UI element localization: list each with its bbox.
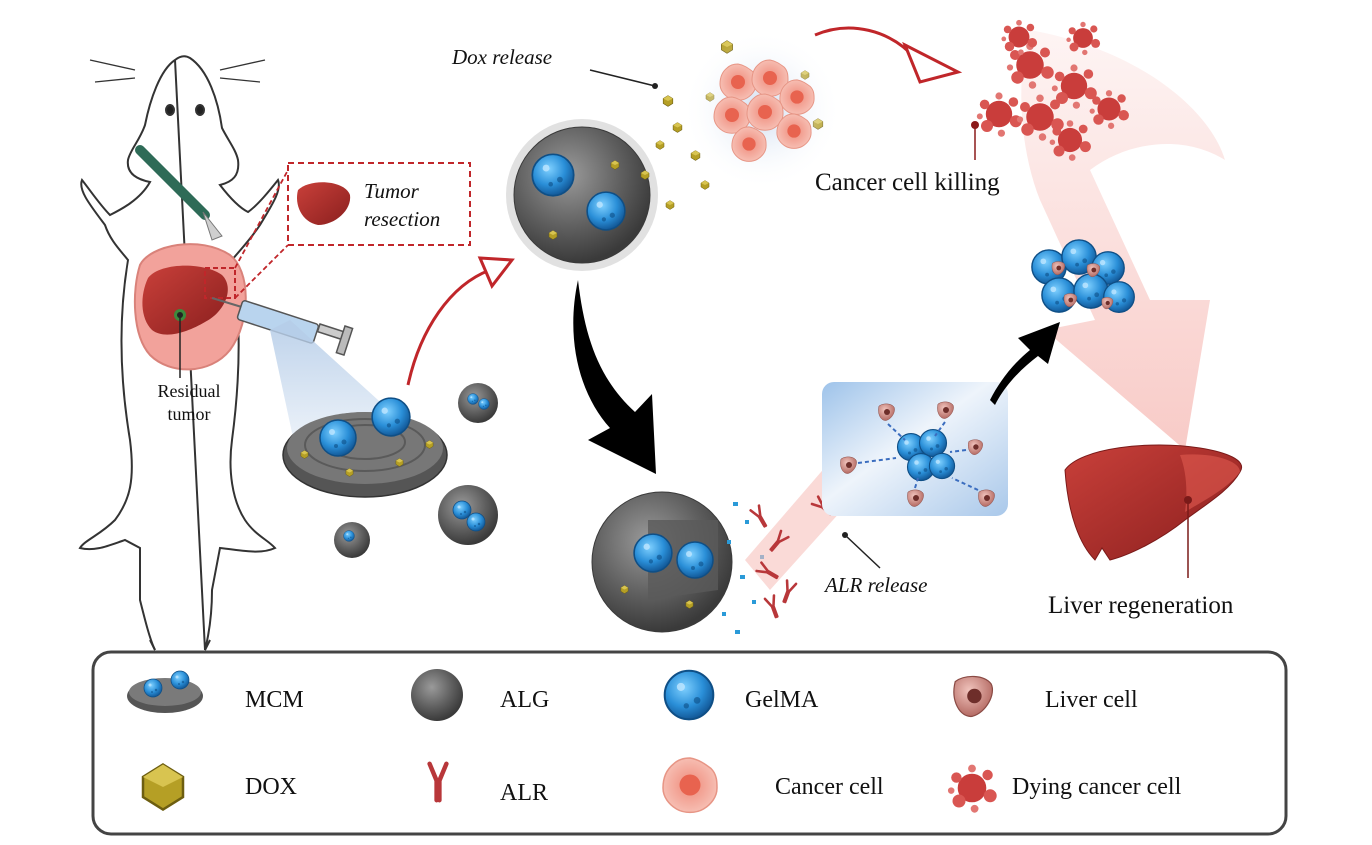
dox-release-label: Dox release (451, 45, 552, 69)
legend: MCM ALG GelMA Liver cell DOX ALR Cancer … (91, 650, 1288, 836)
alg-sphere-dox (506, 119, 658, 271)
red-arrow-up (406, 268, 491, 386)
legend-label-alr: ALR (500, 780, 548, 806)
pink-flow-arrow (1021, 30, 1225, 450)
black-arrow-up-right (990, 322, 1060, 405)
residual-tumor-label-line2: tumor (168, 404, 211, 424)
tumor-resection-callout (204, 162, 471, 299)
scalpel-icon (135, 145, 223, 241)
legend-label-liver-cell: Liver cell (1045, 687, 1138, 713)
cancer-cell-cluster (682, 30, 842, 190)
liver-in-mouse (133, 243, 247, 378)
mcm-icon (127, 670, 203, 713)
legend-label-gelma: GelMA (745, 687, 819, 713)
legend-label-alg: ALG (500, 687, 549, 713)
legend-label-dying-cancer-cell: Dying cancer cell (1012, 774, 1182, 800)
tumor-resection-label-line2: resection (364, 207, 440, 231)
red-arrow-kill-head (902, 41, 963, 84)
black-arrow-down (573, 280, 656, 474)
alg-sphere-alr (591, 491, 733, 633)
gelma-icon (663, 669, 715, 721)
tumor-resection-label-line1: Tumor (364, 179, 420, 203)
mouse-illustration (78, 55, 280, 651)
legend-label-cancer-cell: Cancer cell (775, 774, 884, 800)
red-arrow-up-head (477, 256, 515, 289)
mcm-scaffold (282, 397, 448, 498)
alr-release-label: ALR release (823, 573, 927, 597)
residual-tumor-label-line1: Residual (158, 381, 221, 401)
liver-cell-recruit-box (822, 382, 1008, 516)
legend-label-mcm: MCM (245, 687, 304, 713)
cancer-cell-icon (662, 757, 718, 814)
cancer-cell-killing-label: Cancer cell killing (815, 169, 1000, 196)
regenerated-liver (1064, 444, 1243, 561)
liver-regeneration-label: Liver regeneration (1048, 592, 1234, 619)
alg-microspheres-small (334, 383, 498, 558)
alg-icon (411, 669, 463, 721)
legend-label-dox: DOX (245, 774, 297, 800)
red-arrow-kill (814, 26, 917, 59)
